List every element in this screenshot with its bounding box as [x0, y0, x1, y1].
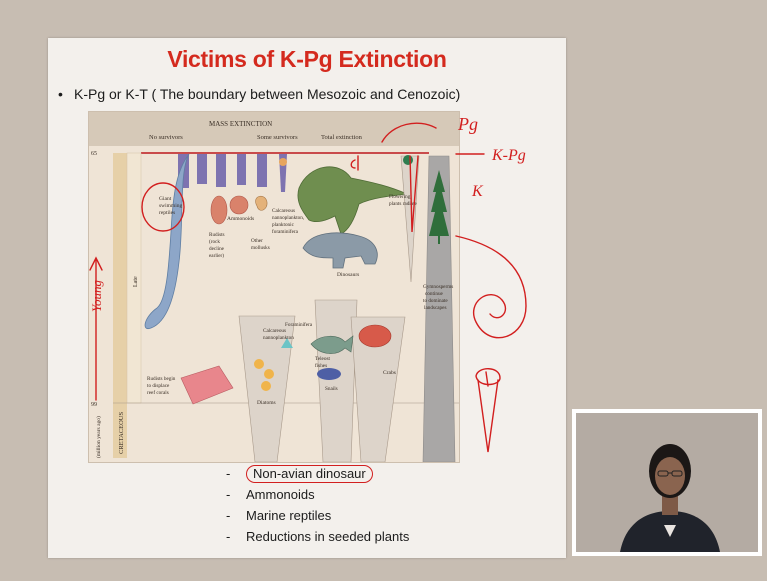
- label-calc-nanno-2: nannoplankton: [263, 335, 294, 341]
- list-dash: -: [226, 484, 246, 505]
- list-item-text: Non-avian dinosaur: [246, 465, 373, 483]
- label-ammonoids: Ammonoids: [227, 216, 254, 222]
- label-reptiles-3: reptiles: [159, 210, 175, 216]
- figure-header: MASS EXTINCTION: [209, 120, 272, 128]
- flower-icon: [403, 155, 413, 165]
- slide: Victims of K-Pg Extinction •K-Pg or K-T …: [48, 38, 566, 558]
- list-item-text: Marine reptiles: [246, 508, 331, 523]
- mollusc-shell-illustration: [256, 196, 268, 210]
- time-axis-label: (million years ago): [95, 416, 102, 458]
- slide-title: Victims of K-Pg Extinction: [48, 46, 566, 73]
- label-snails: Snails: [325, 386, 338, 392]
- label-calc-plank-4: foraminifera: [272, 228, 299, 235]
- heading-some-survivors: Some survivors: [257, 134, 298, 141]
- webcam-feed: [576, 413, 758, 552]
- list-dash: -: [226, 505, 246, 526]
- label-calc-plank-3: planktonic: [272, 222, 295, 228]
- label-flowering-2: plants radiate: [389, 201, 417, 207]
- label-gymno-4: landscapes: [424, 305, 446, 311]
- heading-no-survivors: No survivors: [149, 134, 183, 141]
- period-label: CRETACEOUS: [118, 412, 125, 454]
- epoch-label: Late: [133, 276, 139, 287]
- label-gymno-3: to dominate: [423, 298, 448, 304]
- list-item: -Marine reptiles: [226, 505, 409, 526]
- axis-65: 65: [91, 151, 97, 157]
- label-rudists-4: earlier): [209, 252, 224, 259]
- label-foraminifera: Foraminifera: [285, 321, 313, 328]
- victims-list: -Non-avian dinosaur -Ammonoids -Marine r…: [226, 463, 409, 547]
- label-reptiles-2: swimming: [159, 203, 182, 209]
- label-other-molluscs-2: mollusks: [251, 245, 270, 251]
- figure-illustration: MASS EXTINCTION No survivors Some surviv…: [89, 112, 459, 462]
- label-crabs: Crabs: [383, 370, 396, 376]
- label-teleost-2: fishes: [315, 362, 327, 369]
- heading-total-extinction: Total extinction: [321, 134, 363, 141]
- label-dinosaurs: Dinosaurs: [337, 272, 359, 278]
- label-rudists-reef-1: Rudists begin: [147, 376, 176, 382]
- label-calc-nanno-1: Calcareous: [263, 328, 286, 334]
- list-item: -Non-avian dinosaur: [226, 463, 409, 484]
- label-rudists-2: (rock: [209, 238, 220, 245]
- label-reptiles-1: Giant: [159, 196, 172, 202]
- list-dash: -: [226, 463, 246, 484]
- survivor-marker: [279, 158, 287, 166]
- presenter-webcam: [572, 409, 762, 556]
- list-item: -Reductions in seeded plants: [226, 526, 409, 547]
- label-calc-plank-2: nannoplankton,: [272, 215, 304, 221]
- snail-illustration: [317, 368, 341, 380]
- presenter-figure: [576, 413, 758, 552]
- axis-99: 99: [91, 402, 97, 408]
- dinosaur-illustration: [298, 167, 407, 268]
- bullet-marker: •: [58, 86, 74, 102]
- label-flowering-1: Flowering: [389, 194, 411, 200]
- slide-bullet: •K-Pg or K-T ( The boundary between Meso…: [58, 86, 460, 102]
- label-gymno-1: Gymnosperms: [423, 284, 453, 290]
- extinction-figure: MASS EXTINCTION No survivors Some surviv…: [88, 111, 460, 463]
- crab-illustration: [359, 325, 391, 347]
- label-gymno-2: continue: [425, 291, 444, 297]
- flowering-plants-cone: [401, 156, 419, 282]
- list-dash: -: [226, 526, 246, 547]
- label-rudists-reef-3: reef corals: [147, 389, 169, 396]
- label-rudists-1: Rudists: [209, 232, 225, 238]
- swimming-reptile-illustration: [145, 154, 189, 329]
- label-diatoms: Diatoms: [257, 400, 276, 406]
- list-item-text: Reductions in seeded plants: [246, 529, 409, 544]
- label-rudists-reef-2: to displace: [147, 383, 170, 389]
- list-item: -Ammonoids: [226, 484, 409, 505]
- label-rudists-3: decline: [209, 246, 225, 252]
- bullet-text: K-Pg or K-T ( The boundary between Mesoz…: [74, 86, 460, 102]
- label-teleost-1: Teleost: [315, 356, 330, 362]
- label-other-molluscs-1: Other: [251, 238, 263, 244]
- label-calc-plank-1: Calcareous: [272, 208, 295, 214]
- reef-rudist-illustration: [181, 366, 233, 404]
- list-item-text: Ammonoids: [246, 487, 315, 502]
- teleost-cone: [315, 300, 357, 462]
- extinct-lineage-bars: [178, 154, 287, 192]
